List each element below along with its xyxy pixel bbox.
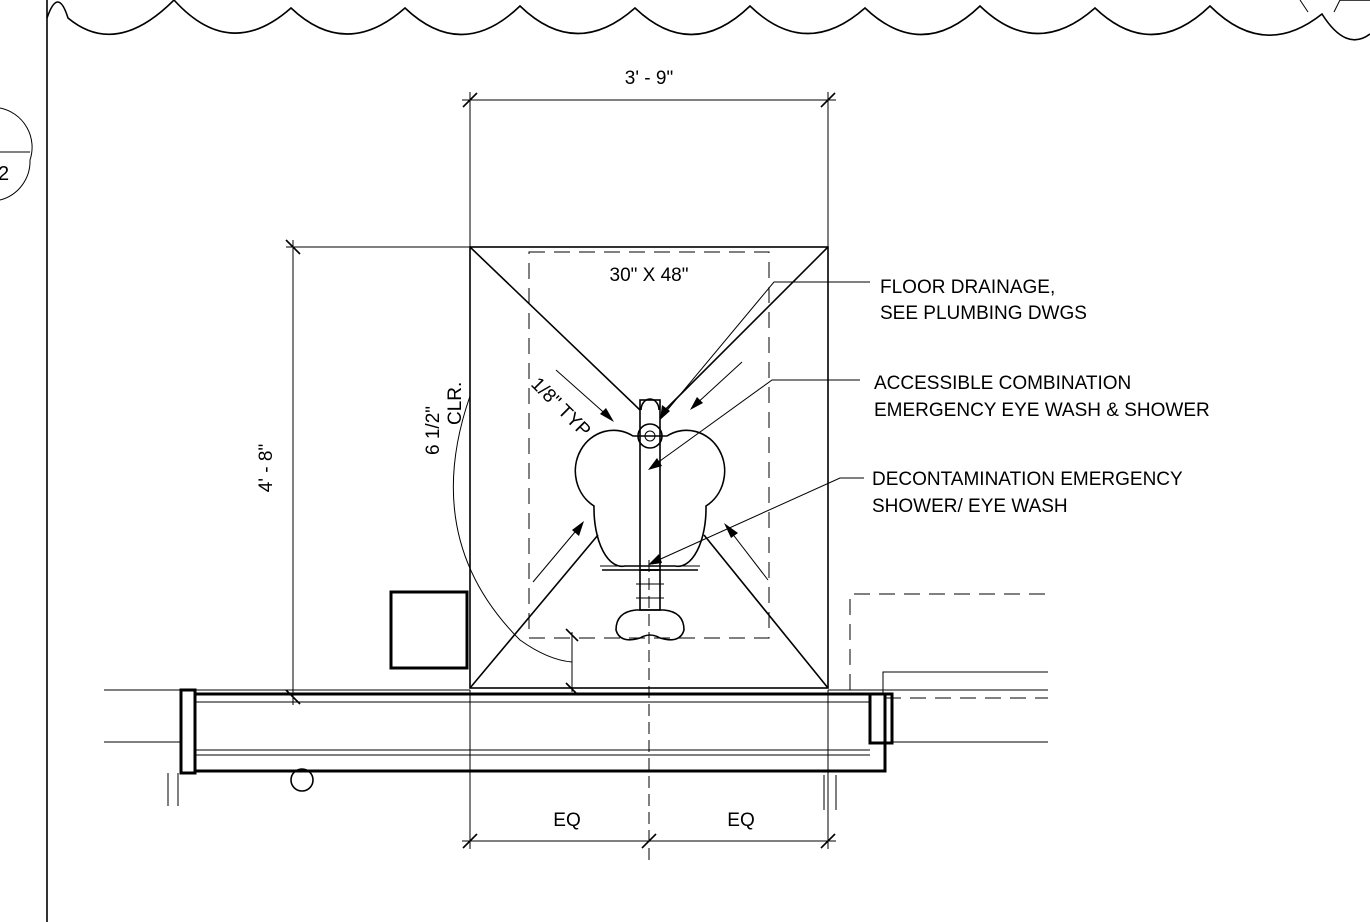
note-combination-shower: ACCESSIBLE COMBINATION EMERGENCY EYE WAS… — [874, 373, 1210, 421]
width-label: 3' - 9" — [625, 68, 673, 89]
note-floor-drainage: FLOOR DRAINAGE, SEE PLUMBING DWGS — [880, 277, 1087, 324]
sheet-border — [46, 0, 1370, 922]
slope-arrows: 1/8" TYP — [526, 361, 769, 583]
eq-right-label: EQ — [727, 810, 754, 831]
slope-label: 1/8" TYP — [526, 374, 594, 442]
width-dimension: 3' - 9" — [462, 68, 836, 250]
note-combination-shower-line2: EMERGENCY EYE WASH & SHOWER — [874, 400, 1210, 421]
wall — [104, 688, 1048, 810]
note-decontamination-line1: DECONTAMINATION EMERGENCY — [872, 469, 1183, 490]
clearance-label-line2: CLR. — [445, 382, 466, 425]
height-label: 4' - 8" — [256, 444, 277, 492]
section-callout: 2 — [0, 107, 33, 201]
revision-cloud-edge — [1299, 0, 1341, 13]
clear-area: 30" X 48" — [528, 251, 770, 639]
revision-cloud — [46, 0, 1370, 41]
clearance-label-line1: 6 1/2" — [423, 406, 444, 455]
emergency-shower-fixture — [574, 398, 726, 641]
floor-drain-box — [389, 590, 469, 670]
clear-area-label: 30" X 48" — [610, 265, 689, 286]
note-decontamination: DECONTAMINATION EMERGENCY SHOWER/ EYE WA… — [872, 469, 1183, 517]
note-decontamination-line2: SHOWER/ EYE WASH — [872, 496, 1068, 517]
adjacent-casework — [849, 593, 1048, 699]
note-combination-shower-line1: ACCESSIBLE COMBINATION — [874, 373, 1131, 394]
eq-left-label: EQ — [553, 810, 580, 831]
leader-lines — [648, 281, 870, 565]
height-dimension: 4' - 8" — [256, 239, 470, 705]
eq-dimension: EQ EQ — [462, 690, 836, 849]
note-floor-drainage-line1: FLOOR DRAINAGE, — [880, 277, 1055, 298]
callout-number: 2 — [0, 163, 9, 185]
note-floor-drainage-line2: SEE PLUMBING DWGS — [880, 303, 1087, 324]
clearance-dimension: 6 1/2" CLR. — [423, 382, 579, 696]
